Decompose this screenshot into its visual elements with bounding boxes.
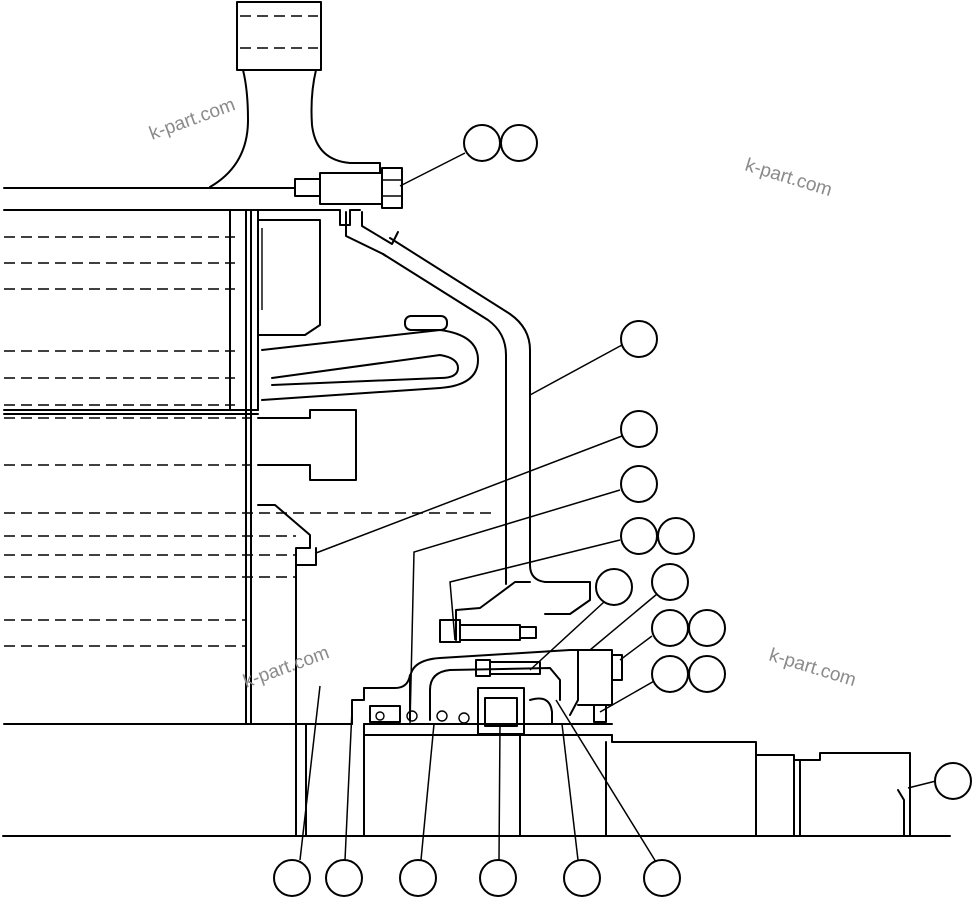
- callout-balloon: [934, 762, 972, 800]
- callout-balloon: [325, 859, 363, 897]
- watermark-text: k-part.com: [767, 645, 859, 691]
- bent-rod: [345, 211, 591, 615]
- callout-balloon: [651, 609, 689, 647]
- vertical-plates: [229, 209, 357, 836]
- callout-balloon: [620, 410, 658, 448]
- callout-balloon: [620, 465, 658, 503]
- callout-balloon: [620, 320, 658, 358]
- callout-balloon: [620, 517, 658, 555]
- callout-balloon: [651, 655, 689, 693]
- callout-balloon: [688, 609, 726, 647]
- callout-balloon: [463, 124, 501, 162]
- callout-balloon: [273, 859, 311, 897]
- callout-balloon: [595, 568, 633, 606]
- leader-lines: [299, 152, 937, 863]
- callout-balloon: [479, 859, 517, 897]
- callout-balloon: [399, 859, 437, 897]
- callout-balloon: [643, 859, 681, 897]
- curved-pipe: [261, 315, 479, 401]
- callout-balloons: [273, 124, 972, 897]
- watermark-text: k-part.com: [743, 155, 835, 201]
- callout-balloon: [563, 859, 601, 897]
- callout-balloon: [651, 563, 689, 601]
- callout-balloon: [657, 517, 695, 555]
- base-shaft: [2, 723, 951, 837]
- callout-balloon: [688, 655, 726, 693]
- upper-flange-housing: [3, 1, 381, 211]
- watermark-text: k-part.com: [241, 642, 333, 692]
- lower-seal-assembly: [351, 581, 757, 836]
- top-bolt: [294, 167, 403, 226]
- left-core-hidden-lines: [3, 236, 492, 647]
- watermarks: k-part.com k-part.com k-part.com k-part.…: [147, 94, 859, 692]
- watermark-text: k-part.com: [147, 94, 239, 144]
- callout-balloon: [500, 124, 538, 162]
